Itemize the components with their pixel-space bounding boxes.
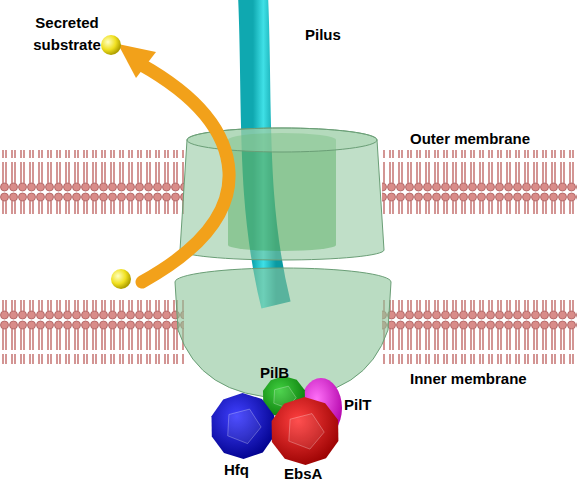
protein-facet [228,409,261,444]
part-label: Outer membrane [410,128,570,150]
lipid-bilayer [382,150,577,214]
arrow-head [118,44,156,78]
part-label: Secreted substrate [22,12,112,56]
protein-shape [210,393,276,459]
protein-label: EbsA [284,465,322,482]
protein-body [272,397,339,465]
protein-label: PilT [344,396,372,413]
protein-label: PilB [260,364,289,381]
part-label: Inner membrane [410,368,570,390]
protein-node: Hfq [210,393,276,459]
lipid-bilayer [0,300,184,364]
inner-membrane-complex [175,268,391,398]
substrate-ball [111,269,131,289]
outer-membrane-secretin [180,128,384,260]
protein-body [212,393,275,459]
protein-node: EbsA [270,397,340,465]
secretion-path-arrow [140,64,229,282]
part-label: Pilus [305,24,385,46]
protein-shape [270,397,340,465]
protein-facet [289,414,324,450]
lipid-bilayer [0,150,184,214]
lipid-bilayer [382,300,577,364]
protein-label: Hfq [224,461,249,478]
substrate-ball [101,35,121,55]
